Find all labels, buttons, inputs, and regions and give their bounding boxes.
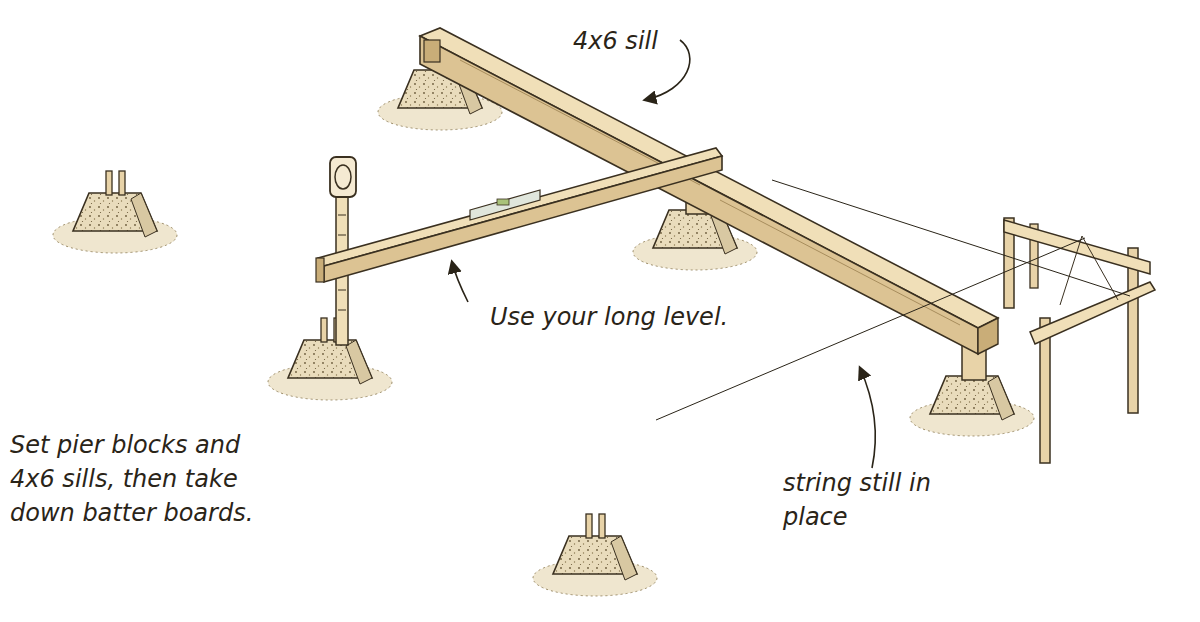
callout-label: string still in place	[783, 466, 969, 534]
part-label: 4x6 sill	[573, 24, 658, 58]
callout-label: Use your long level.	[490, 300, 728, 334]
note-text: Set pier blocks and 4x6 sills, then take…	[10, 428, 255, 530]
